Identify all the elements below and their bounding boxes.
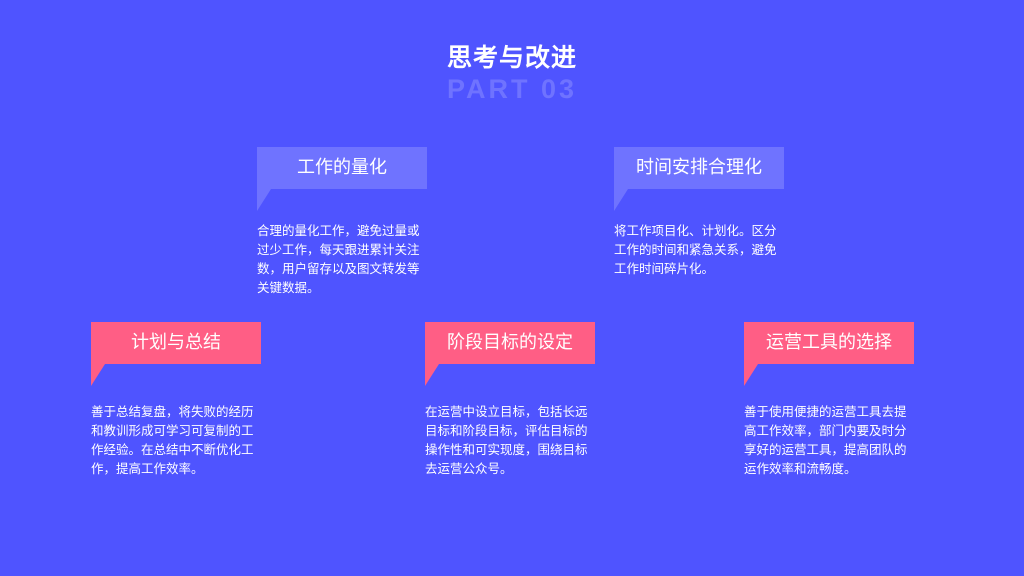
card-description: 将工作项目化、计划化。区分工作的时间和紧急关系，避免工作时间碎片化。 [614,223,777,276]
card-description: 在运营中设立目标，包括长远目标和阶段目标，评估目标的操作性和可实现度，围绕目标去… [425,404,588,476]
card-label: 运营工具的选择 [744,322,914,386]
card-tool-selection: 运营工具的选择 善于使用便捷的运营工具去提高工作效率，部门内要及时分享好的运营工… [744,322,924,478]
slide-subtitle: PART 03 [446,74,578,104]
card-plan-summary: 计划与总结 善于总结复盘，将失败的经历和教训形成可学习可复制的工作经验。在总结中… [91,322,271,478]
slide-title: 思考与改进 [446,43,577,72]
card-description: 善于使用便捷的运营工具去提高工作效率，部门内要及时分享好的运营工具，提高团队的运… [744,404,907,476]
card-label: 时间安排合理化 [614,147,784,211]
card-description: 合理的量化工作，避免过量或过少工作，每天跟进累计关注数，用户留存以及图文转发等关… [257,223,420,295]
card-label: 计划与总结 [91,322,261,386]
card-label: 阶段目标的设定 [425,322,595,386]
card-stage-goals: 阶段目标的设定 在运营中设立目标，包括长远目标和阶段目标，评估目标的操作性和可实… [425,322,605,478]
card-label: 工作的量化 [257,147,427,211]
card-time-arrangement: 时间安排合理化 将工作项目化、计划化。区分工作的时间和紧急关系，避免工作时间碎片… [614,147,794,278]
card-work-quantification: 工作的量化 合理的量化工作，避免过量或过少工作，每天跟进累计关注数，用户留存以及… [257,147,437,297]
card-description: 善于总结复盘，将失败的经历和教训形成可学习可复制的工作经验。在总结中不断优化工作… [91,404,254,476]
